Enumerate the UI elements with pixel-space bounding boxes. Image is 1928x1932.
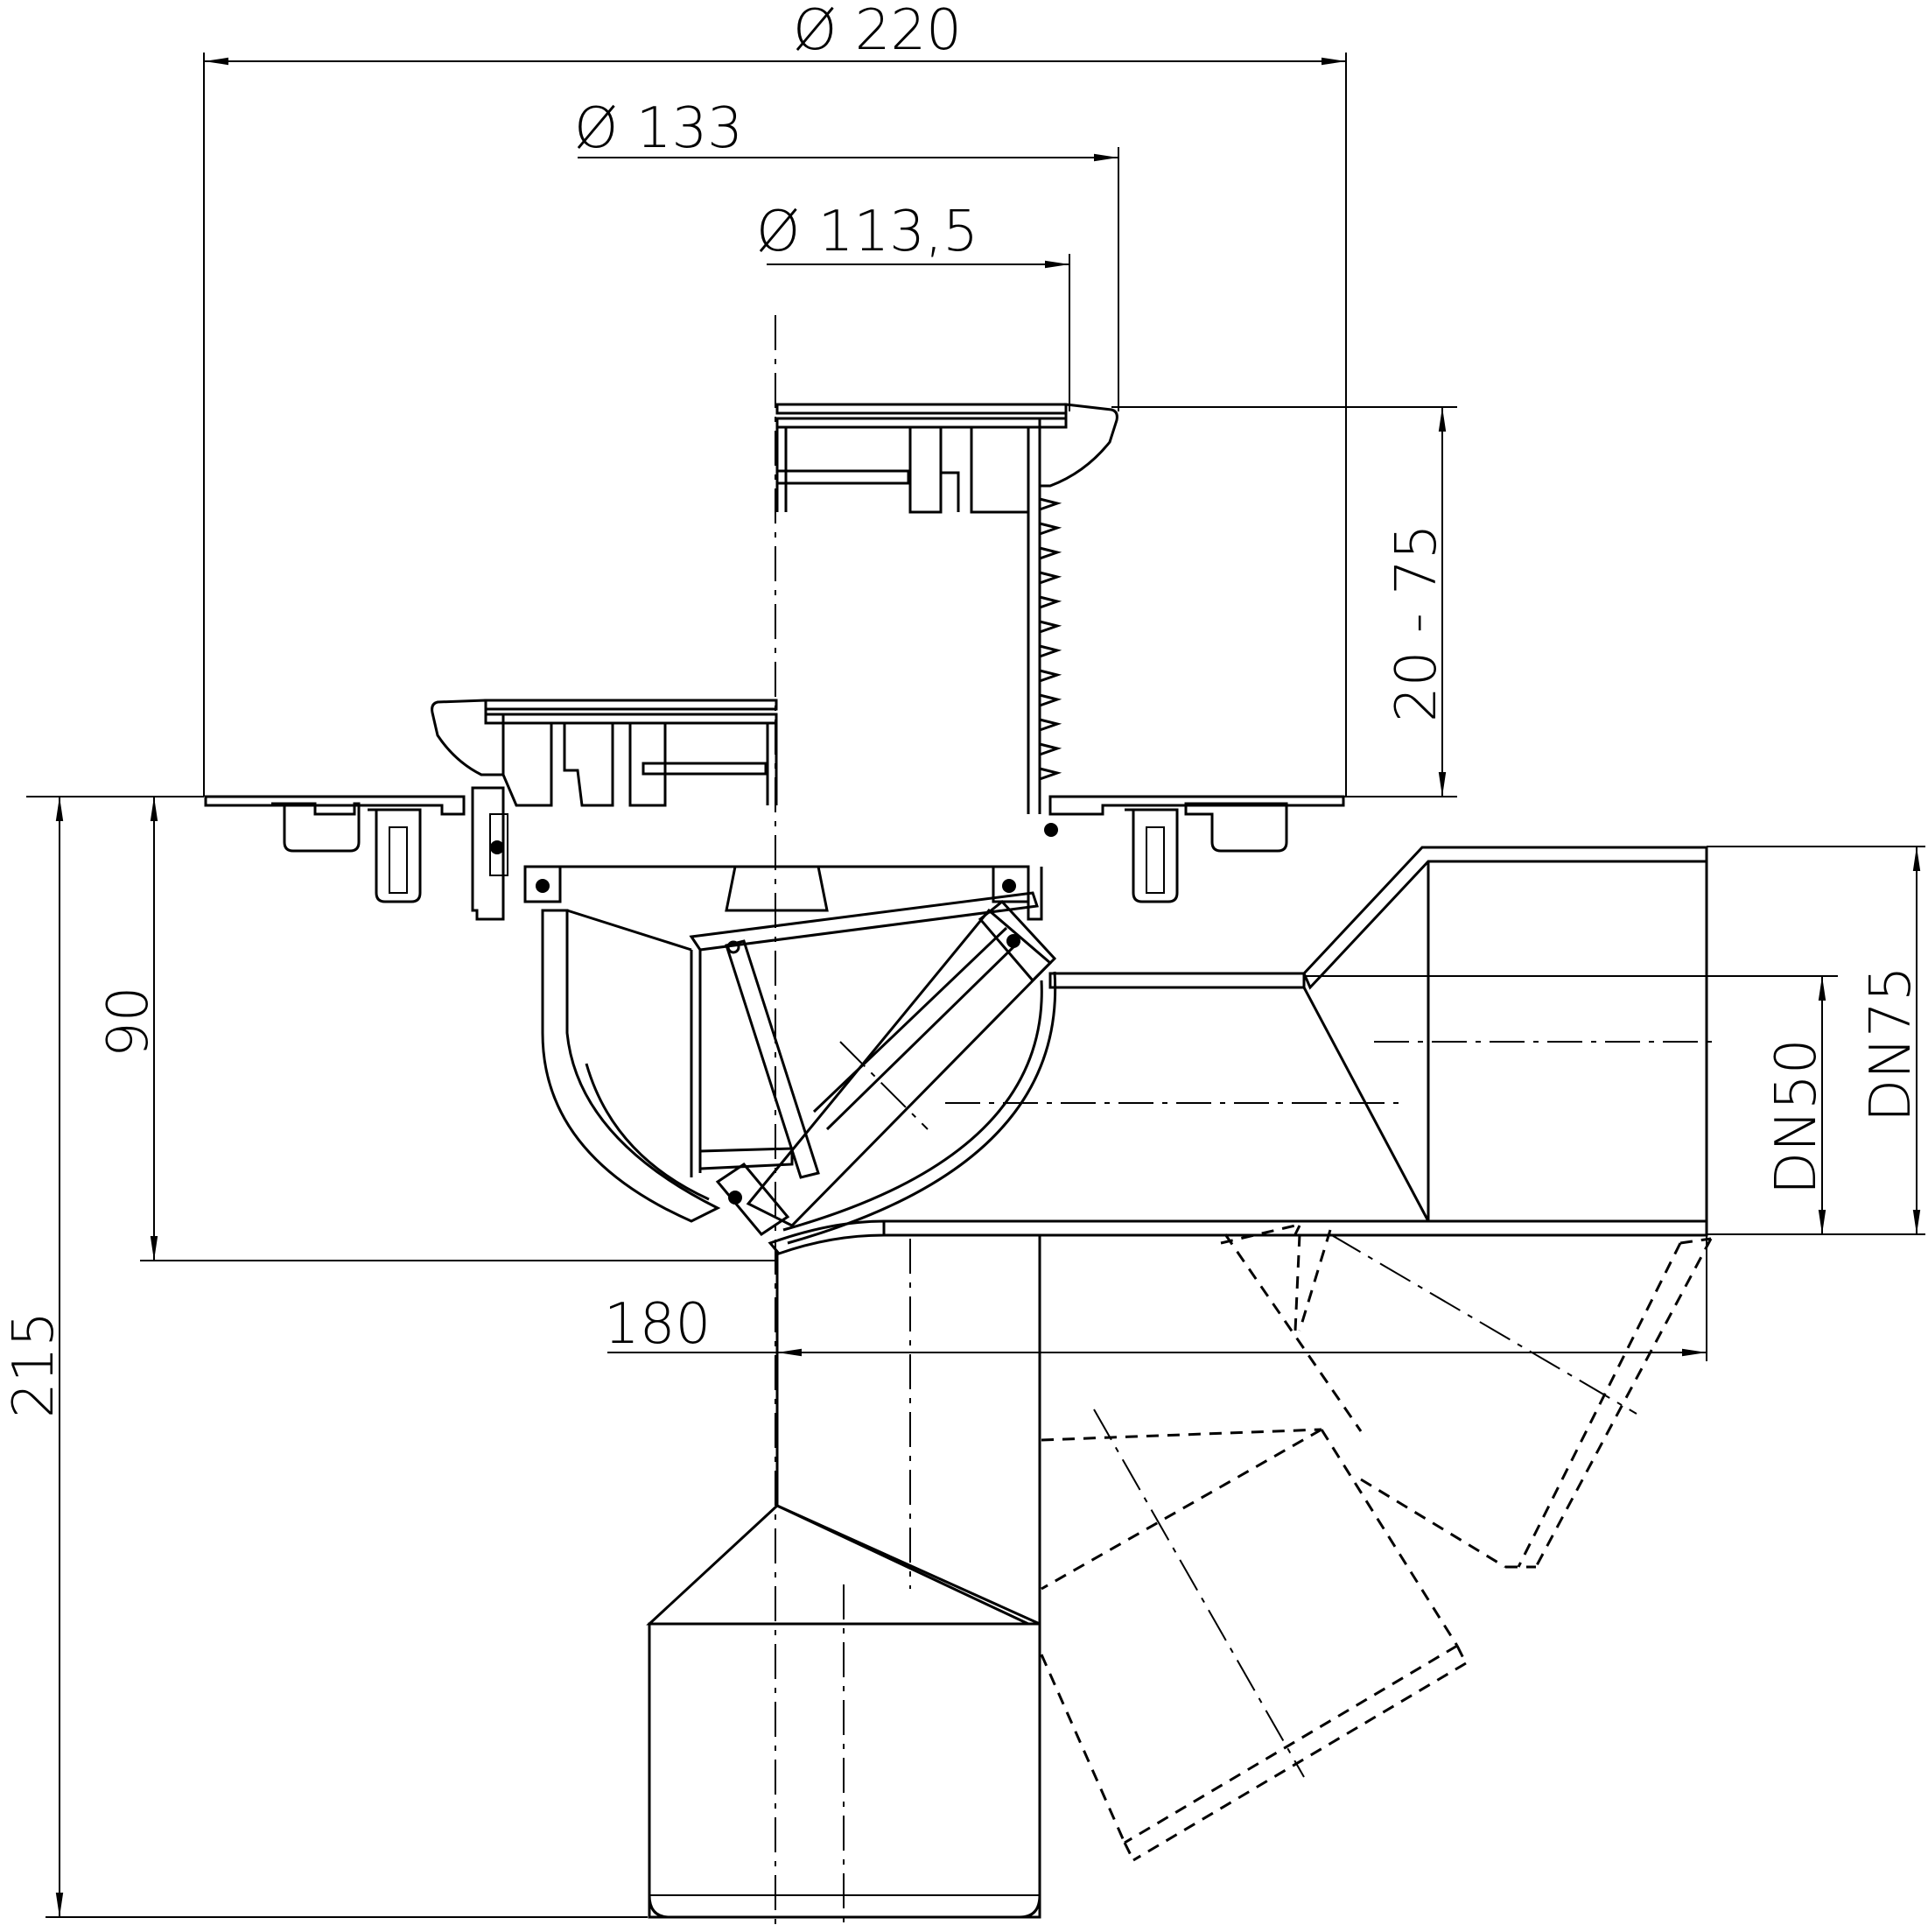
dim-180-label: 180 — [604, 1292, 711, 1357]
left-sleeve — [471, 786, 1058, 921]
dim-215-label: 215 — [2, 1311, 67, 1418]
dim-dn50-label: DN50 — [1764, 1038, 1829, 1195]
dim-113-label: Ø 113,5 — [756, 200, 978, 264]
outlet-pipe-vertical — [646, 1234, 1041, 1919]
alternative-outlet-positions — [1040, 1224, 1713, 1862]
riser-ribs — [1039, 497, 1062, 781]
dimension-lines — [26, 53, 1925, 1918]
extension-frame-top — [775, 403, 1118, 814]
dim-20-75-label: 20 - 75 — [1385, 523, 1449, 722]
outlet-pipe-horizontal — [768, 846, 1708, 1255]
drain-body — [523, 865, 1057, 1245]
center-lines — [775, 315, 1715, 1926]
dim-220-label: Ø 220 — [793, 0, 962, 63]
sealing-flange — [204, 795, 1345, 903]
grate-frame-bottom — [431, 699, 778, 807]
dim-90-label: 90 — [96, 987, 161, 1057]
dim-dn75-label: DN75 — [1859, 966, 1924, 1122]
dim-133-label: Ø 133 — [574, 96, 743, 161]
